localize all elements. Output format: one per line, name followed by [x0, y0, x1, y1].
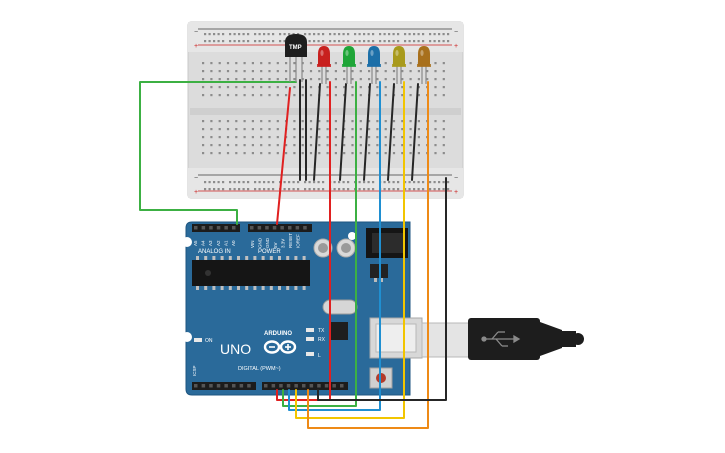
jumper-black-3: [339, 83, 347, 181]
on-led-label: ON: [205, 338, 213, 344]
analog-pin-label: A4: [201, 240, 206, 246]
analog-pin-sockets: [194, 226, 236, 230]
rx-led-label: RX: [318, 337, 326, 343]
analog-pin-label: A5: [193, 240, 198, 246]
led-row[interactable]: [317, 46, 431, 84]
analog-in-label: ANALOG IN: [198, 249, 231, 255]
rail-plus-label-bottom: +: [194, 189, 198, 196]
arduino-logo-icon: [263, 340, 297, 354]
rail-plus-label-right: +: [454, 43, 458, 50]
jumper-black-4: [363, 83, 371, 181]
jumper-black-6: [411, 83, 419, 181]
wire-green-led: [282, 81, 357, 407]
rail-minus-label: −: [194, 29, 198, 36]
chip-pins: [196, 256, 306, 290]
mounting-hole: [182, 332, 192, 342]
power-pin-sockets: [250, 226, 307, 230]
power-pin-label: GND: [258, 237, 263, 248]
digital-pin-sockets: [194, 384, 344, 388]
usb-icon: [481, 331, 521, 347]
rail-minus-label-bottom: −: [194, 175, 198, 182]
power-pin-label: VIN: [250, 240, 255, 248]
l-led-label: L: [318, 353, 321, 359]
digital-header-low[interactable]: [192, 382, 256, 390]
wire-blue-led: [288, 81, 381, 411]
wire-orange-led: [307, 81, 429, 429]
wire-red-5v: [276, 87, 291, 225]
jumper-black-5: [387, 83, 395, 181]
wire-yellow-led: [295, 81, 405, 419]
usb-cable[interactable]: [421, 318, 584, 360]
tmp-label: TMP: [289, 45, 302, 51]
tx-led-label: TX: [318, 328, 325, 334]
power-header[interactable]: [248, 224, 312, 232]
atmega-chip: [192, 260, 310, 286]
analog-pin-label: A0: [231, 240, 236, 246]
power-pin-label: RESET: [288, 233, 293, 248]
led-3[interactable]: [367, 46, 381, 84]
wire-black-gnd: [317, 177, 447, 401]
led-1[interactable]: [317, 46, 331, 84]
led-4[interactable]: [392, 46, 406, 84]
analog-pin-label: A3: [208, 240, 213, 246]
analog-pin-label: A2: [216, 240, 221, 246]
crystal-oscillator: [322, 299, 358, 315]
power-pin-label: 3.3V: [280, 239, 285, 248]
power-pin-label: 5V: [273, 242, 278, 248]
power-pin-label: GND: [265, 237, 270, 248]
tmp-sensor[interactable]: TMP: [285, 34, 307, 82]
analog-pin-label: A1: [223, 240, 228, 246]
led-2[interactable]: [342, 46, 356, 84]
mounting-hole: [182, 237, 192, 247]
led-5[interactable]: [417, 46, 431, 84]
power-pin-label: IOREF: [296, 234, 301, 248]
brand-label: ARDUINO: [264, 331, 292, 337]
digital-header-label: DIGITAL (PWM~): [238, 366, 281, 372]
icsp-label: ICSP: [192, 365, 197, 376]
model-label: UNO: [220, 341, 251, 357]
rail-minus-label-right: −: [454, 29, 458, 36]
rail-plus-label: +: [194, 43, 198, 50]
rail-plus-label-bottom-right: +: [454, 189, 458, 196]
jumper-black-2: [313, 83, 321, 181]
analog-header[interactable]: [192, 224, 240, 232]
jumper-wires[interactable]: [139, 79, 447, 429]
power-label: POWER: [258, 249, 281, 255]
wire-green-a0: [139, 81, 297, 225]
wire-red-led: [276, 81, 331, 401]
rail-minus-label-bottom-right: −: [454, 175, 458, 182]
status-leds: TX RX L ON: [194, 328, 326, 359]
mounting-hole: [348, 232, 356, 240]
usb-interface-chip: [330, 322, 348, 340]
